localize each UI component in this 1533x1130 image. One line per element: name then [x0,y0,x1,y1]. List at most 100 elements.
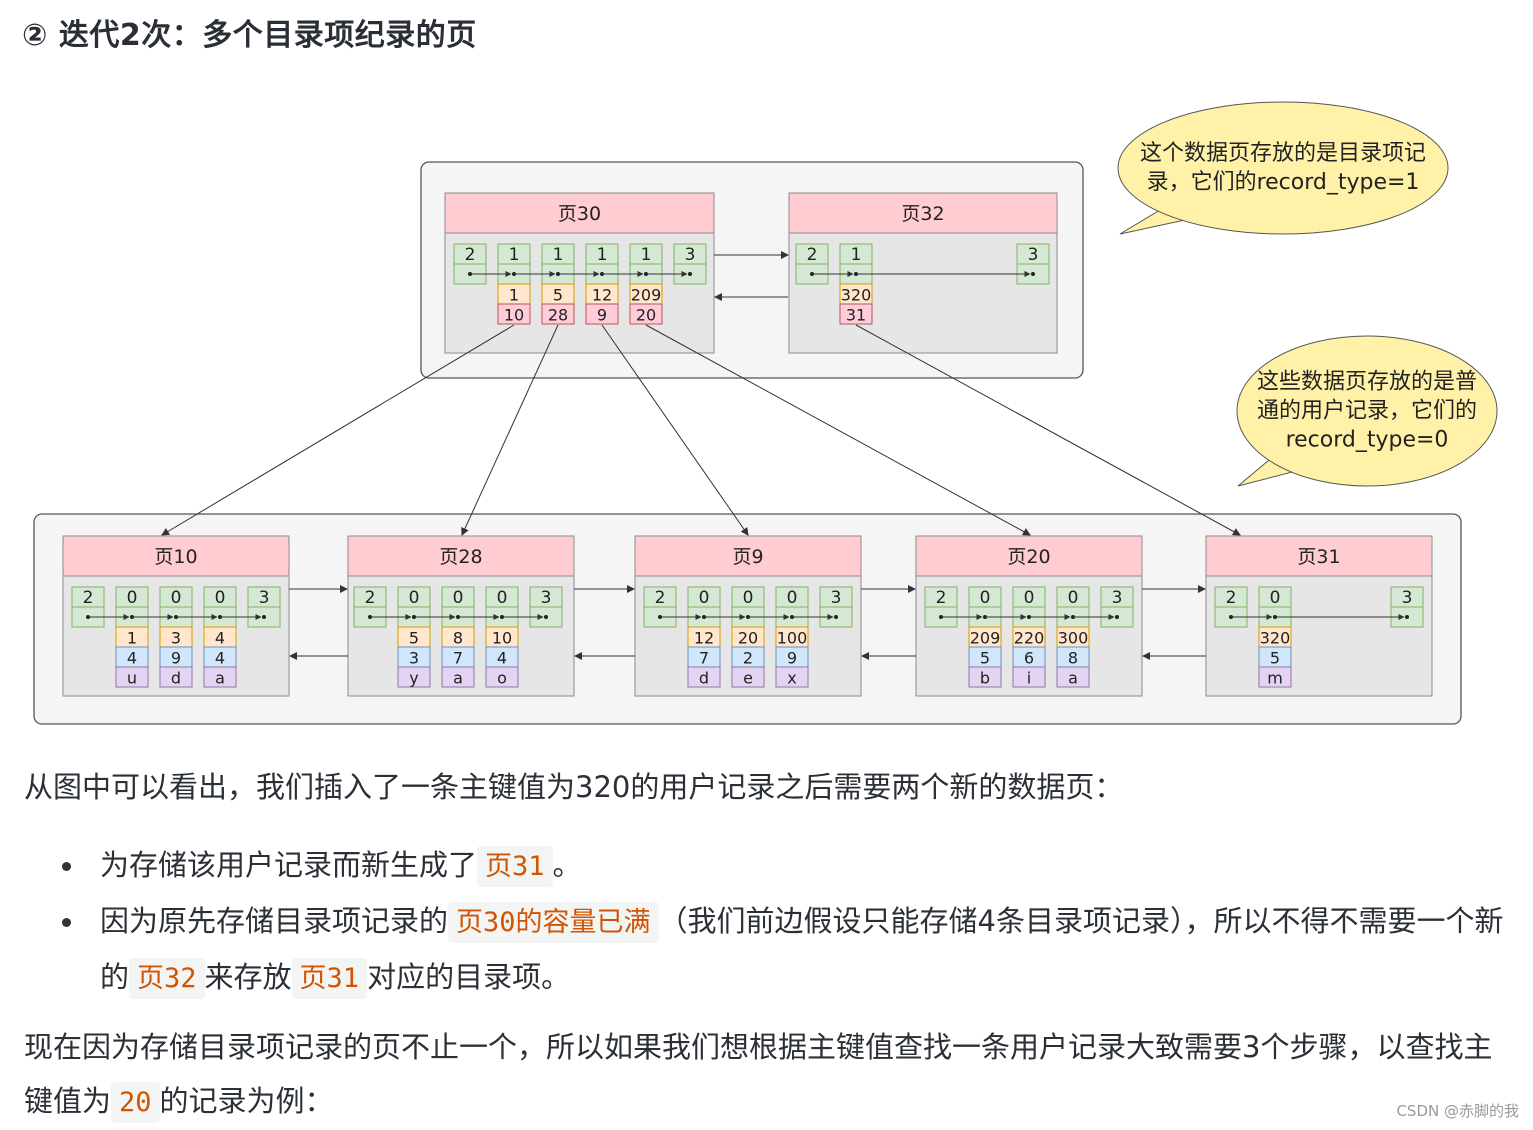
pointer-dot [1031,272,1035,276]
record-type: 2 [1226,588,1237,608]
record-type: 3 [831,588,842,608]
record: 2 [1214,586,1248,628]
record-d: m [1267,669,1283,688]
record-d-cell [731,666,765,688]
pointer-dot [810,272,814,276]
pointer-dot [544,615,548,619]
record-type: 0 [1068,588,1079,608]
page-header [788,192,1058,234]
record-type: 0 [699,588,710,608]
pointer-dot [854,272,858,276]
record-type: 0 [453,588,464,608]
record-page: 28 [548,306,568,325]
record: 2 [924,586,958,628]
code-page30-full: 页30的容量已满 [448,902,659,943]
record: 3 [529,586,563,628]
record-d-cell [775,666,809,688]
bullet-item-1: 为存储该用户记录而新生成了页31。 [60,838,1510,894]
record: 3 [1100,586,1134,628]
page-title: 页31 [1297,546,1340,568]
record-c: 4 [215,649,225,668]
record-key: 3 [171,629,181,648]
pointer-dot [130,615,134,619]
record-type: 2 [83,588,94,608]
pointer-dot [368,615,372,619]
record-d-cell [687,666,721,688]
pointer-dot [86,615,90,619]
record-type: 0 [743,588,754,608]
record-page: 9 [597,306,607,325]
watermark: CSDN @赤脚的我 [1396,1102,1519,1120]
record-key: 12 [694,629,714,648]
record-d-cell [1056,666,1090,688]
record: 2 [453,243,487,285]
record-key: 209 [970,629,1001,648]
record-key: 5 [553,286,563,305]
callout-text: 这个数据页存放的是目录项记 [1140,141,1426,166]
record-type: 0 [787,588,798,608]
child-page-pointer [461,324,559,536]
record-c: 7 [453,649,463,668]
child-page-pointer [601,324,749,536]
record-key: 320 [1260,629,1291,648]
pointer-dot [456,615,460,619]
record-c: 8 [1068,649,1078,668]
page-header [347,535,575,577]
record-page-cell [585,303,619,325]
record-type: 1 [553,245,564,265]
record-d: a [453,669,463,688]
record-type: 0 [1024,588,1035,608]
pointer-dot [1273,615,1277,619]
record-type: 3 [1028,245,1039,265]
pointer-dot [500,615,504,619]
record: 3 [673,243,707,285]
paragraph-intro: 从图中可以看出，我们插入了一条主键值为320的用户记录之后需要两个新的数据页： [24,770,1124,804]
record-type: 1 [641,245,652,265]
pointer-dot [1115,615,1119,619]
record: 3 [1390,586,1424,628]
code-page31: 页31 [477,846,553,887]
pointer-dot [1229,615,1233,619]
record-type: 3 [1402,588,1413,608]
page-title: 页10 [154,546,197,568]
record-key: 12 [592,286,612,305]
bullet-item-2: 因为原先存储目录项记录的页30的容量已满（我们前边假设只能存储4条目录项记录），… [60,894,1510,1006]
record: 3 [1016,243,1050,285]
record-d: d [699,669,709,688]
record-d: b [980,669,990,688]
pointer-dot [688,272,692,276]
record: 2 [795,243,829,285]
record-d-cell [441,666,475,688]
record-d: x [787,669,796,688]
code-page32: 页32 [129,958,205,999]
record-c: 4 [127,649,137,668]
record-d: d [171,669,181,688]
pointer-dot [644,272,648,276]
callout-text: record_type=0 [1286,428,1449,453]
page-header [62,535,290,577]
record-c: 4 [497,649,507,668]
record-key: 1 [127,629,137,648]
record-c: 5 [980,649,990,668]
page-header [634,535,862,577]
record-d-cell [159,666,193,688]
page-title: 页20 [1007,546,1050,568]
pointer-dot [1027,615,1031,619]
page-title: 页32 [901,203,944,225]
pointer-dot [468,272,472,276]
page-header [915,535,1143,577]
record-c: 3 [409,649,419,668]
record-type: 3 [541,588,552,608]
record-type: 3 [259,588,270,608]
paragraph-steps: 现在因为存储目录项记录的页不止一个，所以如果我们想根据主键值查找一条用户记录大致… [24,1020,1494,1130]
callout-ellipse [1236,335,1498,487]
record-key: 20 [738,629,758,648]
